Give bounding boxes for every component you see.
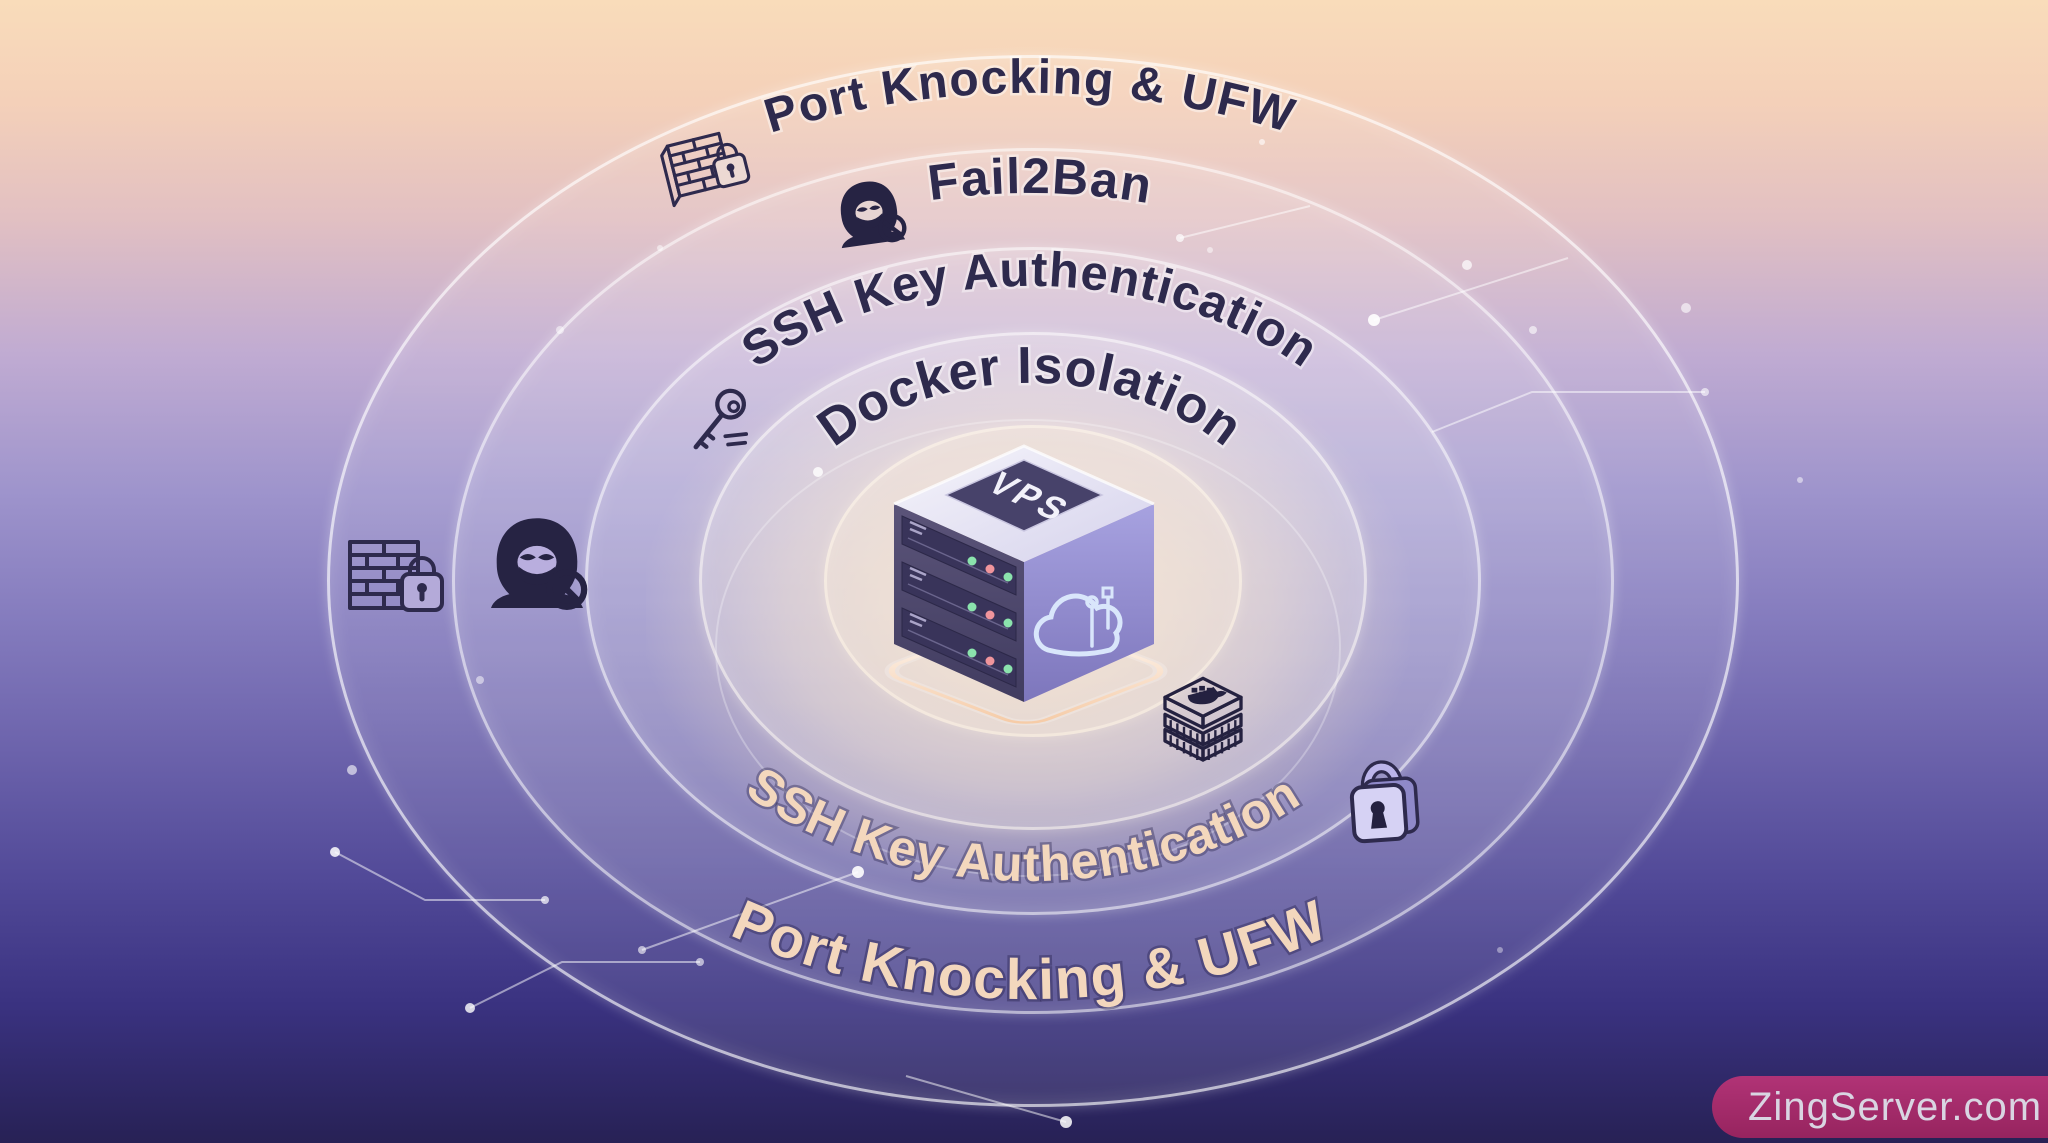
vps-panel <box>944 459 1104 532</box>
hacker-blocked-icon <box>840 181 907 249</box>
docker-stack-icon <box>1163 676 1243 762</box>
label-docker-isolation-top: Docker Isolation <box>807 337 1253 458</box>
label-port-knocking-ufw-top: Port Knocking & UFW <box>758 51 1301 144</box>
firewall-icon <box>348 540 444 612</box>
watermark-text: ZingServer.com <box>1748 1085 2043 1129</box>
server-led-lights <box>967 556 1013 674</box>
hacker-blocked-icon <box>491 518 588 611</box>
label-ssh-key-authentication-bottom: SSH Key Authentication <box>738 756 1310 892</box>
ssh-key-icon <box>693 388 749 450</box>
docker-whale-glyph <box>1187 685 1227 705</box>
vps-server-cube: VPS <box>893 444 1155 702</box>
cloud-icon <box>1033 586 1123 657</box>
firewall-icon <box>660 131 751 208</box>
inner-halo-ring <box>715 419 1341 877</box>
label-fail2ban-top: Fail2Ban <box>925 148 1157 214</box>
circuit-decorations <box>330 83 1803 1128</box>
padlock-icon <box>1349 760 1420 844</box>
label-port-knocking-ufw-bottom: Port Knocking & UFW <box>724 888 1337 1012</box>
server-rack-slats <box>901 515 1017 688</box>
watermark-pill: ZingServer.com <box>1712 1076 2048 1138</box>
